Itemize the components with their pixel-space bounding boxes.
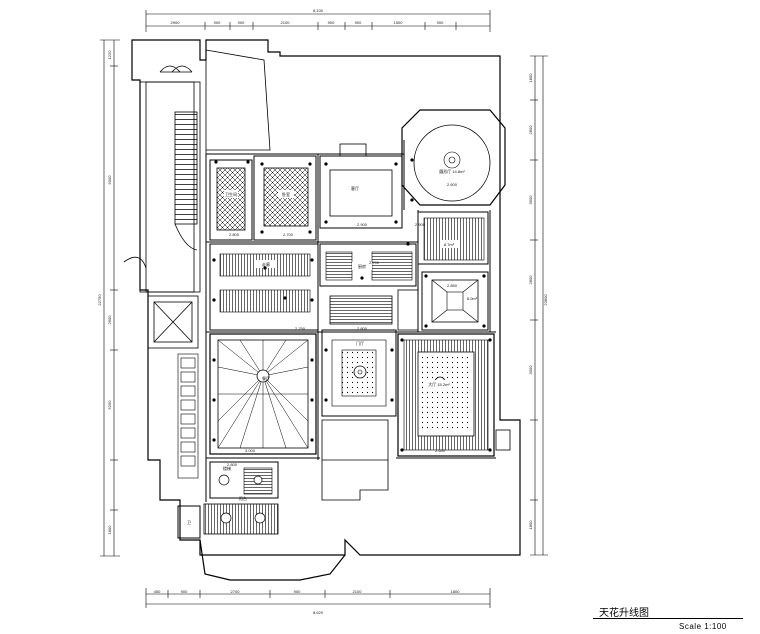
room-label: 走廊 <box>262 261 270 267</box>
dim-label: 900 <box>214 20 221 25</box>
dim-bottom-segments: 450 900 2700 900 2100 1800 <box>154 589 461 594</box>
dim-label: 1500 <box>394 20 404 25</box>
dim-right-overall: 23800 <box>543 294 548 306</box>
room-kitchen: 厨房 <box>319 243 417 287</box>
dim-label: 2100 <box>353 589 363 594</box>
dim-label: 1220 <box>107 50 112 60</box>
room-balcony: 阳台 <box>203 495 279 535</box>
room-label: 8.7m² <box>444 242 455 247</box>
side-niche <box>495 429 511 451</box>
height-label: 2.900 <box>357 222 368 227</box>
dim-left-segments: 1220 5000 2600 5200 1800 <box>107 50 112 535</box>
stair-flight <box>175 112 197 224</box>
room-label: 圆形厅 14.8m² <box>439 168 465 174</box>
dim-right-segments: 1800 2800 3900 2800 3000 1800 <box>528 73 533 530</box>
room-bath-1: 卫生间 <box>209 159 253 241</box>
dim-label: 2700 <box>231 589 241 594</box>
room-round-hall: 圆形厅 14.8m² <box>401 109 506 206</box>
room-label: 门厅 <box>356 340 364 346</box>
room-bedroom-1: 卧室 <box>253 155 317 241</box>
room-living: 客厅 <box>319 155 403 229</box>
dim-label: 2800 <box>528 125 533 135</box>
height-label: 2.850 <box>447 283 458 288</box>
room-bath-2: 卫 <box>177 505 201 539</box>
dim-label: 2800 <box>528 275 533 285</box>
dim-label: 1800 <box>528 520 533 530</box>
dim-label: 1800 <box>107 525 112 535</box>
room-center: 门厅 <box>321 329 397 417</box>
room-entry-stairs <box>329 289 419 331</box>
room-corridor: 走廊 <box>209 243 319 331</box>
bay-window <box>339 143 367 157</box>
room-label: 餐厅 <box>262 375 270 381</box>
title-underline <box>593 618 743 619</box>
room-label: 阳台 <box>239 495 247 501</box>
dim-bottom-overall: 8,620 <box>313 610 324 615</box>
room-stair-lower: 楼梯 <box>209 461 279 499</box>
room-label: 8.0m² <box>467 296 478 301</box>
dim-top-overall: 8,100 <box>313 8 324 13</box>
height-annotations: 2.800 2.700 2.900 2.600 2.850 2.750 3.00… <box>227 182 458 467</box>
height-label: 2.700 <box>283 232 294 237</box>
light-column <box>177 353 199 479</box>
title-block: 天花升线图 Scale 1:100 <box>593 604 743 632</box>
height-label: 2.800 <box>357 326 368 331</box>
upper-passage <box>205 49 271 160</box>
height-label: 2.750 <box>295 326 306 331</box>
dim-top-segments: 2900 900 900 2100 900 900 1500 900 <box>171 20 445 25</box>
downlights <box>212 158 492 452</box>
dimension-left <box>100 39 120 557</box>
dim-label: 900 <box>355 20 362 25</box>
room-small: 8.7m² <box>417 211 489 265</box>
dim-label: 2100 <box>281 20 291 25</box>
height-label: 2.700 <box>369 260 380 265</box>
room-hall: 大厅 15.2m² <box>397 333 495 457</box>
height-label: 2.900 <box>415 222 426 227</box>
dim-label: 900 <box>238 20 245 25</box>
dim-label: 2900 <box>171 20 181 25</box>
room-main-hall: 餐厅 <box>209 333 317 455</box>
dim-label: 900 <box>294 589 301 594</box>
interior-partitions <box>205 140 496 502</box>
dim-label: 900 <box>181 589 188 594</box>
dim-label: 2600 <box>107 315 112 325</box>
room-label: 卫生间 <box>225 191 237 197</box>
drawing-title: 天花升线图 <box>599 608 649 619</box>
room-label: 卧室 <box>282 191 290 197</box>
dim-label: 3000 <box>528 365 533 375</box>
scale-label: Scale 1:100 <box>679 622 727 631</box>
dim-left-overall: 22750 <box>97 294 102 306</box>
dim-label: 3900 <box>528 195 533 205</box>
room-lower-corridor <box>321 419 389 501</box>
dim-label: 900 <box>437 20 444 25</box>
height-label: 2.600 <box>447 182 458 187</box>
dim-label: 5000 <box>107 175 112 185</box>
outer-walls <box>131 39 521 581</box>
elevator-shaft <box>147 295 199 349</box>
room-corner: 8.0m² <box>421 271 489 331</box>
dim-label: 5200 <box>107 400 112 410</box>
room-label: 楼梯 <box>223 465 231 471</box>
dimension-bottom <box>145 588 491 608</box>
dim-label: 1800 <box>451 589 461 594</box>
room-label: 客厅 <box>351 185 359 191</box>
room-label: 卫 <box>187 520 191 525</box>
height-label: 2.800 <box>227 462 238 467</box>
dim-label: 900 <box>328 20 335 25</box>
height-label: 2.650 <box>435 448 446 453</box>
dim-label: 450 <box>154 589 161 594</box>
room-label: 厨房 <box>358 263 366 269</box>
room-label: 大厅 15.2m² <box>428 381 450 387</box>
stair-landing <box>123 223 198 269</box>
dim-label: 1800 <box>528 73 533 83</box>
height-label: 3.000 <box>245 448 256 453</box>
dimension-right <box>530 55 548 556</box>
height-label: 2.800 <box>229 232 240 237</box>
dimension-top <box>145 10 491 32</box>
